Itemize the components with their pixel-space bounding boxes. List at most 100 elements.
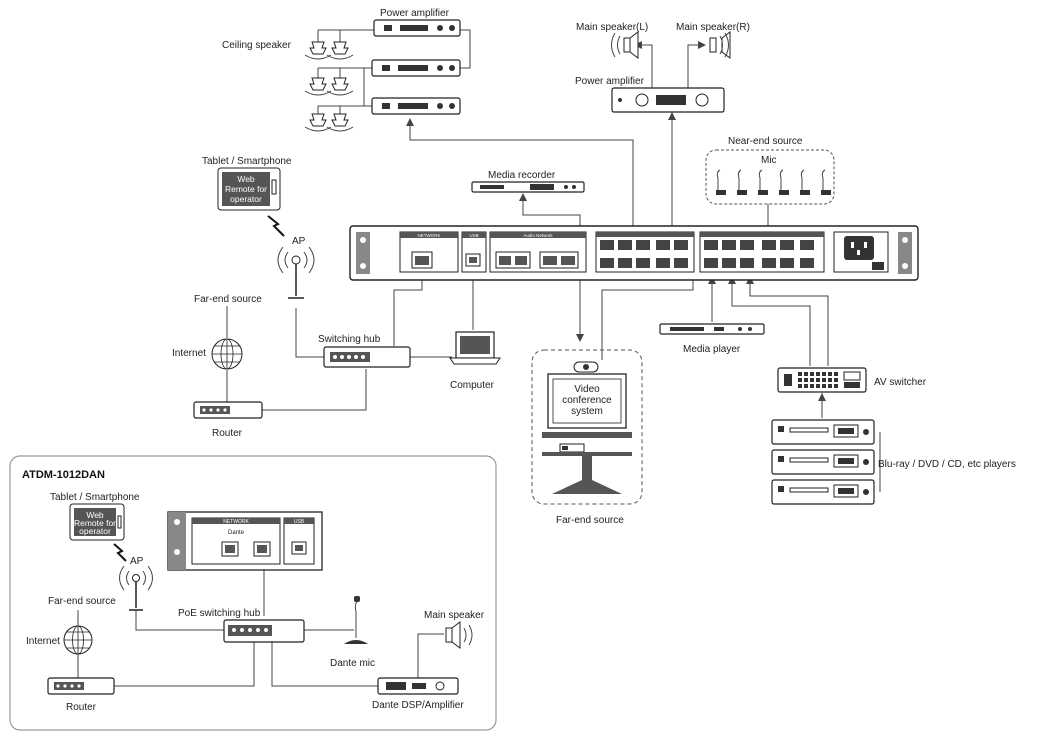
- inset-router-label: Router: [66, 702, 97, 713]
- power-amplifier-group: Power amplifier Ceiling speaker: [222, 8, 461, 132]
- input-terminal-block: [699, 231, 825, 273]
- web-remote-text-2: Remote for: [225, 184, 267, 194]
- video-conf-text-1: Video: [574, 384, 600, 395]
- video-conf-text-2: conference: [562, 395, 612, 406]
- player-device-1: [771, 419, 875, 445]
- power-amplifier-2: [371, 59, 461, 77]
- computer-label: Computer: [450, 380, 495, 391]
- av-switcher-label: AV switcher: [874, 377, 927, 388]
- inset-dante-mic-label: Dante mic: [330, 658, 375, 669]
- mic-icon: [779, 169, 789, 195]
- power-amplifier-main: [611, 87, 725, 113]
- computer-laptop: [449, 331, 501, 365]
- ap-label: AP: [292, 236, 306, 247]
- output-terminal-block: [595, 231, 695, 273]
- mic-icon: [737, 169, 747, 195]
- players-label: Blu-ray / DVD / CD, etc players: [878, 459, 1016, 470]
- ceiling-speaker-icon: [304, 41, 332, 60]
- inset-atdm-1012dan: ATDM-1012DAN Tablet / Smartphone Web Rem…: [9, 455, 497, 731]
- inset-access-point-icon: [119, 565, 153, 611]
- ceiling-speaker-icon: [326, 41, 354, 60]
- av-switcher-group: AV switcher Blu-ray / DVD / CD, etc: [771, 367, 1016, 505]
- internet-label: Internet: [172, 348, 206, 359]
- inset-network-label: NETWORK: [223, 519, 249, 525]
- inset-poe-hub-label: PoE switching hub: [178, 608, 261, 619]
- media-player-device: [659, 323, 765, 335]
- speaker-right-icon: [709, 31, 731, 59]
- media-player-group: Media player: [659, 323, 765, 355]
- ceiling-speaker-icon: [304, 77, 332, 96]
- tablet-device: Web Remote for operator: [217, 167, 281, 211]
- access-point-icon: [277, 246, 315, 299]
- mic-icon: [800, 169, 810, 195]
- inset-dante-logo: Dante: [228, 530, 245, 536]
- main-speaker-group: Main speaker(L) Main speaker(R) Power am…: [575, 22, 750, 113]
- inset-tablet-label: Tablet / Smartphone: [50, 492, 140, 503]
- inset-dante-dsp-label: Dante DSP/Amplifier: [372, 700, 464, 711]
- near-end-source-group: Near-end source Mic: [705, 136, 835, 205]
- inset-ap-label: AP: [130, 556, 144, 567]
- power-amplifier-1: [373, 19, 461, 37]
- mic-icon: [716, 169, 726, 195]
- player-device-2: [771, 449, 875, 475]
- inset-web-remote-2: Remote for: [74, 518, 116, 528]
- media-recorder-group: Media recorder: [471, 170, 585, 193]
- inset-far-end-source-label: Far-end source: [48, 596, 116, 607]
- video-stand: [542, 432, 632, 494]
- mic-label: Mic: [761, 155, 777, 166]
- near-end-source-label: Near-end source: [728, 136, 803, 147]
- panel-network-label: NETWORK: [418, 233, 441, 238]
- inset-web-remote-1: Web: [86, 510, 104, 520]
- power-inlet: [833, 231, 889, 273]
- main-speaker-r-label: Main speaker(R): [676, 22, 750, 33]
- web-remote-text-1: Web: [237, 174, 255, 184]
- switching-hub-device: [323, 346, 411, 368]
- media-recorder-device: [471, 181, 585, 193]
- inset-globe-icon: [63, 625, 93, 655]
- main-speaker-l-label: Main speaker(L): [576, 22, 648, 33]
- inset-web-remote-3: operator: [79, 526, 111, 536]
- wireless-bolt-icon: [267, 215, 285, 237]
- power-amp-right-label: Power amplifier: [575, 76, 645, 87]
- web-remote-text-3: operator: [230, 194, 262, 204]
- ceiling-speakers: [304, 41, 354, 132]
- inset-main-speaker-label: Main speaker: [424, 610, 485, 621]
- far-end-source-bottom-label: Far-end source: [556, 515, 624, 526]
- monitor: Video conference system: [547, 373, 627, 429]
- tablet-label: Tablet / Smartphone: [202, 156, 292, 167]
- atdm-rack-unit: NETWORK USB Audio Network: [349, 225, 919, 281]
- mic-icon: [821, 169, 831, 195]
- video-conference-group: Video conference system Far-end source: [531, 349, 643, 526]
- far-end-source-left-label: Far-end source: [194, 294, 262, 305]
- power-amp-top-label: Power amplifier: [380, 8, 450, 19]
- inset-wireless-bolt-icon: [113, 543, 127, 562]
- tablet-group: Tablet / Smartphone Web Remote for opera…: [172, 156, 501, 439]
- camera-icon: [573, 361, 599, 373]
- media-player-label: Media player: [683, 344, 741, 355]
- video-conf-text-3: system: [571, 406, 603, 417]
- av-switcher-device: [777, 367, 867, 393]
- inset-internet-label: Internet: [26, 636, 60, 647]
- ceiling-speaker-icon: [326, 113, 354, 132]
- media-recorder-label: Media recorder: [488, 170, 556, 181]
- router-device: [193, 401, 263, 419]
- inset-tablet-device: Web Remote for operator: [69, 503, 125, 541]
- ceiling-speaker-label: Ceiling speaker: [222, 40, 292, 51]
- panel-audio-network-label: Audio Network: [523, 233, 553, 238]
- power-amplifier-3: [371, 97, 461, 115]
- inset-title: ATDM-1012DAN: [22, 469, 105, 481]
- inset-speaker-icon: [445, 621, 473, 649]
- inset-poe-hub-device: [223, 619, 305, 643]
- inset-router-device: [47, 677, 115, 695]
- ceiling-speaker-icon: [326, 77, 354, 96]
- inset-dante-mic-icon: [344, 596, 368, 644]
- mic-icon: [758, 169, 768, 195]
- ceiling-speaker-icon: [304, 113, 332, 132]
- inset-dante-dsp-device: [377, 677, 459, 695]
- globe-icon: [211, 338, 243, 370]
- speaker-left-icon: [611, 31, 639, 59]
- player-device-3: [771, 479, 875, 505]
- switching-hub-label: Switching hub: [318, 334, 381, 345]
- inset-usb-label: USB: [294, 519, 305, 525]
